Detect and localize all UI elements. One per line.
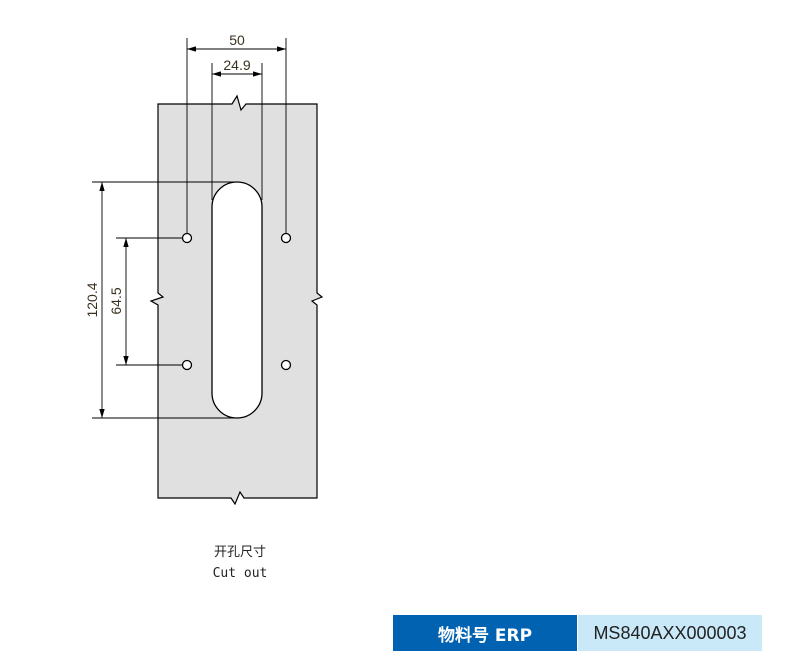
slot-cutout xyxy=(211,181,263,419)
dimension-lines xyxy=(99,46,286,418)
erp-value: MS840AXX000003 xyxy=(578,615,762,651)
dim-50: 50 xyxy=(229,32,245,48)
mounting-hole xyxy=(280,359,292,371)
caption-cn: 开孔尺寸 xyxy=(213,545,266,560)
dim-120-4: 120.4 xyxy=(84,282,100,317)
mounting-hole xyxy=(181,359,193,371)
erp-label: 物料号 ERP xyxy=(393,615,577,651)
dim-64-5: 64.5 xyxy=(108,287,124,314)
dim-24-9: 24.9 xyxy=(223,57,250,73)
mounting-hole xyxy=(280,232,292,244)
caption-en: Cut out xyxy=(212,566,268,581)
mounting-hole xyxy=(181,232,193,244)
extension-lines xyxy=(92,38,287,419)
